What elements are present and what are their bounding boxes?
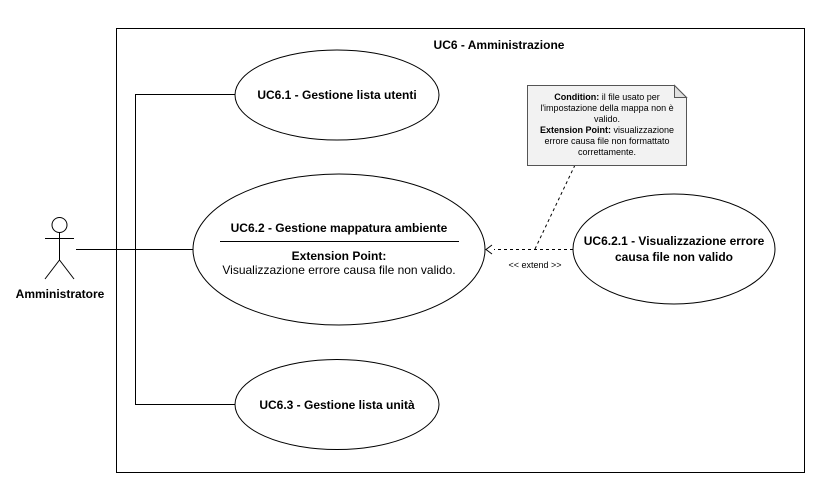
- use-case-uc62-extension-heading: Extension Point:: [292, 249, 387, 263]
- use-case-uc61[interactable]: [234, 49, 440, 141]
- note-extension-line1: Extension Point: visualizzazione: [540, 125, 674, 135]
- use-case-uc63[interactable]: [234, 359, 440, 450]
- note-extension-line3: correttamente.: [578, 147, 636, 157]
- use-case-uc621-line2: causa file non valido: [615, 250, 733, 264]
- note-condition-heading: Condition:: [554, 92, 599, 102]
- association-uc63: [135, 249, 235, 405]
- use-case-uc63-label: UC6.3 - Gestione lista unità: [259, 398, 415, 412]
- extend-arrowhead: [485, 244, 493, 255]
- actor-administrator: [44, 217, 75, 280]
- note-extension-line2: errore causa file non formattato: [544, 136, 669, 146]
- use-case-uc62[interactable]: [192, 173, 486, 326]
- actor-right-leg: [59, 259, 75, 280]
- note-fold: [674, 84, 688, 98]
- use-case-uc621[interactable]: [572, 193, 776, 305]
- system-title: UC6 - Amministrazione: [434, 38, 565, 52]
- note-body: [527, 85, 687, 166]
- use-case-uc61-label: UC6.1 - Gestione lista utenti: [257, 88, 416, 102]
- extend-relation: [485, 244, 573, 255]
- actor-head: [51, 217, 68, 233]
- condition-note: Condition: il file usato per l'impostazi…: [527, 84, 688, 166]
- note-condition-line3: valido.: [594, 114, 620, 124]
- note-extension-text1: visualizzazione: [611, 125, 674, 135]
- note-extension-heading: Extension Point:: [540, 125, 611, 135]
- use-case-uc62-extension-text: Visualizzazione errore causa file non va…: [222, 263, 455, 277]
- associations: [76, 94, 235, 405]
- actor-left-leg: [44, 259, 60, 280]
- use-case-uc621-line1: UC6.2.1 - Visualizzazione errore: [584, 234, 765, 248]
- extend-label: << extend >>: [508, 260, 561, 270]
- use-case-uc62-label: UC6.2 - Gestione mappatura ambiente: [231, 221, 448, 235]
- actor-label: Amministratore: [16, 287, 105, 301]
- note-condition-line2: l'impostazione della mappa non è: [540, 103, 673, 113]
- note-condition-line1: Condition: il file usato per: [554, 92, 660, 102]
- note-condition-text1: il file usato per: [599, 92, 660, 102]
